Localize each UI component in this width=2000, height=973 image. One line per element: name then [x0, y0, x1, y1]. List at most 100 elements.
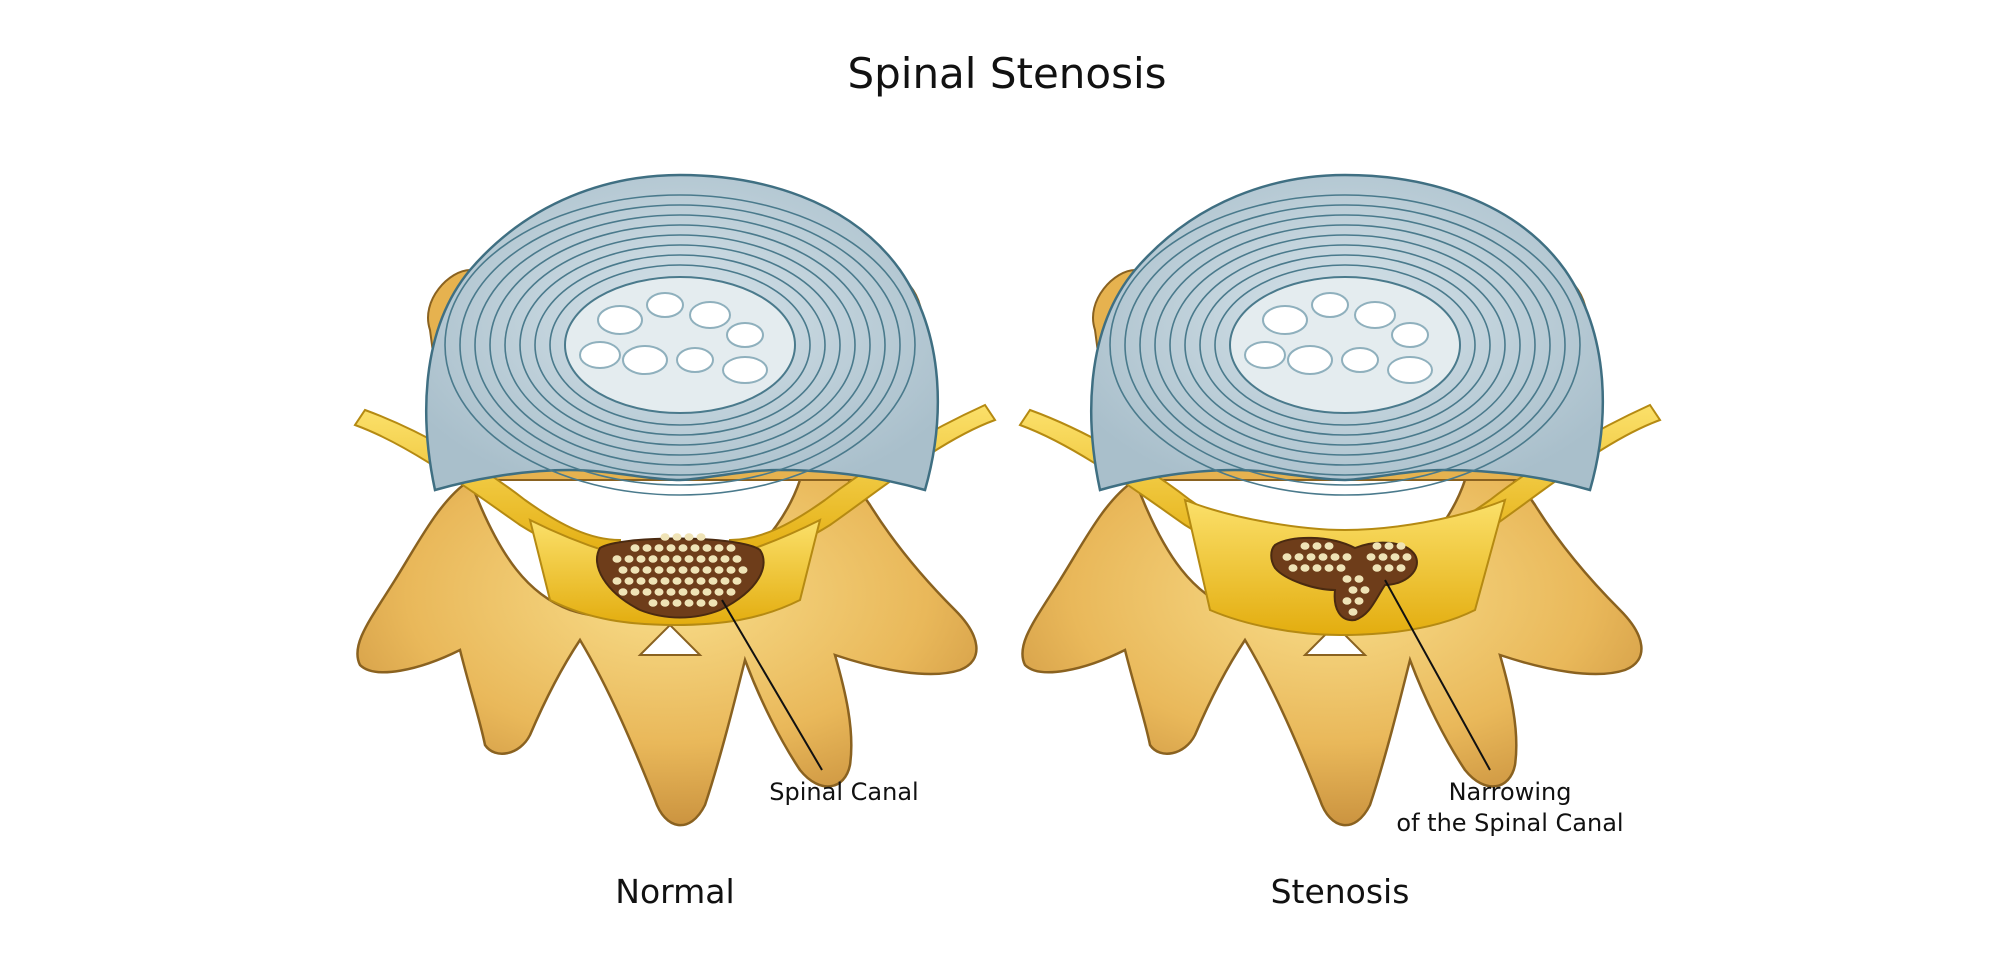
nerve-dot	[1343, 553, 1352, 561]
nerve-dot	[727, 544, 736, 552]
nerve-dot	[661, 555, 670, 563]
intervertebral-disc-stenosis	[1091, 175, 1603, 495]
nerve-dot	[649, 577, 658, 585]
nerve-dot	[691, 544, 700, 552]
nerve-dot	[1331, 553, 1340, 561]
nerve-dot	[1319, 553, 1328, 561]
nerve-dot	[1391, 553, 1400, 561]
panel-caption-stenosis: Stenosis	[1271, 872, 1410, 911]
nerve-dot	[1385, 542, 1394, 550]
nerve-dot	[1325, 564, 1334, 572]
nerve-dot	[703, 544, 712, 552]
nerve-dot	[697, 555, 706, 563]
nerve-dot	[613, 555, 622, 563]
nerve-dot	[661, 533, 670, 541]
panel-normal: Spinal Canal Normal	[355, 175, 995, 911]
nerve-dot	[685, 555, 694, 563]
nerve-dot	[619, 566, 628, 574]
nerve-dot	[1355, 597, 1364, 605]
nerve-dot	[1397, 542, 1406, 550]
nerve-dot	[673, 577, 682, 585]
nerve-dot	[643, 544, 652, 552]
nerve-dot	[613, 577, 622, 585]
nerve-dot	[1361, 586, 1370, 594]
nerve-dot	[709, 577, 718, 585]
nerve-dot	[739, 566, 748, 574]
nerve-dot	[673, 599, 682, 607]
nerve-dot	[673, 555, 682, 563]
nerve-dot	[1367, 553, 1376, 561]
nerve-dot	[631, 566, 640, 574]
nerve-dot	[649, 599, 658, 607]
nerve-dot	[1373, 542, 1382, 550]
nerve-dot	[697, 577, 706, 585]
nerve-dot	[1343, 575, 1352, 583]
nerve-dot	[679, 588, 688, 596]
nerve-dot	[649, 555, 658, 563]
nerve-dot	[1313, 542, 1322, 550]
nerve-dot	[727, 588, 736, 596]
nerve-dot	[1307, 553, 1316, 561]
nerve-dot	[1403, 553, 1412, 561]
intervertebral-disc-normal	[426, 175, 938, 495]
nerve-dot	[673, 533, 682, 541]
nerve-dot	[625, 555, 634, 563]
nerve-dot	[709, 599, 718, 607]
nerve-dot	[655, 566, 664, 574]
callout-label: Spinal Canal	[769, 778, 918, 806]
nerve-dot	[667, 588, 676, 596]
nerve-dot	[703, 566, 712, 574]
nerve-dot	[667, 566, 676, 574]
nerve-dot	[721, 577, 730, 585]
nerve-dot	[1301, 542, 1310, 550]
nerve-dot	[1397, 564, 1406, 572]
diagram-title: Spinal Stenosis	[847, 49, 1166, 98]
nerve-dot	[685, 577, 694, 585]
nerve-dot	[1337, 564, 1346, 572]
nerve-dot	[733, 577, 742, 585]
nerve-dot	[667, 544, 676, 552]
nerve-dot	[643, 588, 652, 596]
nerve-dot	[1283, 553, 1292, 561]
callout-label-line-1: Narrowing	[1449, 778, 1572, 806]
nerve-dot	[631, 588, 640, 596]
nerve-dot	[727, 566, 736, 574]
panel-caption-normal: Normal	[615, 872, 734, 911]
nerve-dot	[661, 599, 670, 607]
nerve-dot	[1295, 553, 1304, 561]
nerve-dot	[679, 566, 688, 574]
nerve-dot	[721, 555, 730, 563]
nerve-dot	[697, 533, 706, 541]
nerve-dot	[619, 588, 628, 596]
nerve-dot	[733, 555, 742, 563]
nerve-dot	[637, 555, 646, 563]
nerve-dot	[631, 544, 640, 552]
nerve-dot	[1349, 608, 1358, 616]
nerve-dot	[685, 533, 694, 541]
nerve-dot	[715, 544, 724, 552]
nerve-dot	[1349, 586, 1358, 594]
nerve-dot	[679, 544, 688, 552]
nerve-dot	[625, 577, 634, 585]
nerve-dot	[715, 588, 724, 596]
nerve-dot	[715, 566, 724, 574]
nerve-dot	[1373, 564, 1382, 572]
nerve-dot	[691, 566, 700, 574]
panel-stenosis: Narrowing of the Spinal Canal Stenosis	[1020, 175, 1660, 911]
nerve-dot	[709, 555, 718, 563]
nerve-dot	[1325, 542, 1334, 550]
nerve-dot	[1355, 575, 1364, 583]
nerve-dot	[697, 599, 706, 607]
nerve-dot	[643, 566, 652, 574]
nerve-dot	[703, 588, 712, 596]
nerve-dot	[691, 588, 700, 596]
nerve-dot	[685, 599, 694, 607]
nerve-dot	[1385, 564, 1394, 572]
nerve-dot	[1343, 597, 1352, 605]
nerve-dot	[1313, 564, 1322, 572]
nerve-dot	[637, 577, 646, 585]
nerve-dot	[661, 577, 670, 585]
nerve-dot	[1301, 564, 1310, 572]
nerve-dot	[1379, 553, 1388, 561]
